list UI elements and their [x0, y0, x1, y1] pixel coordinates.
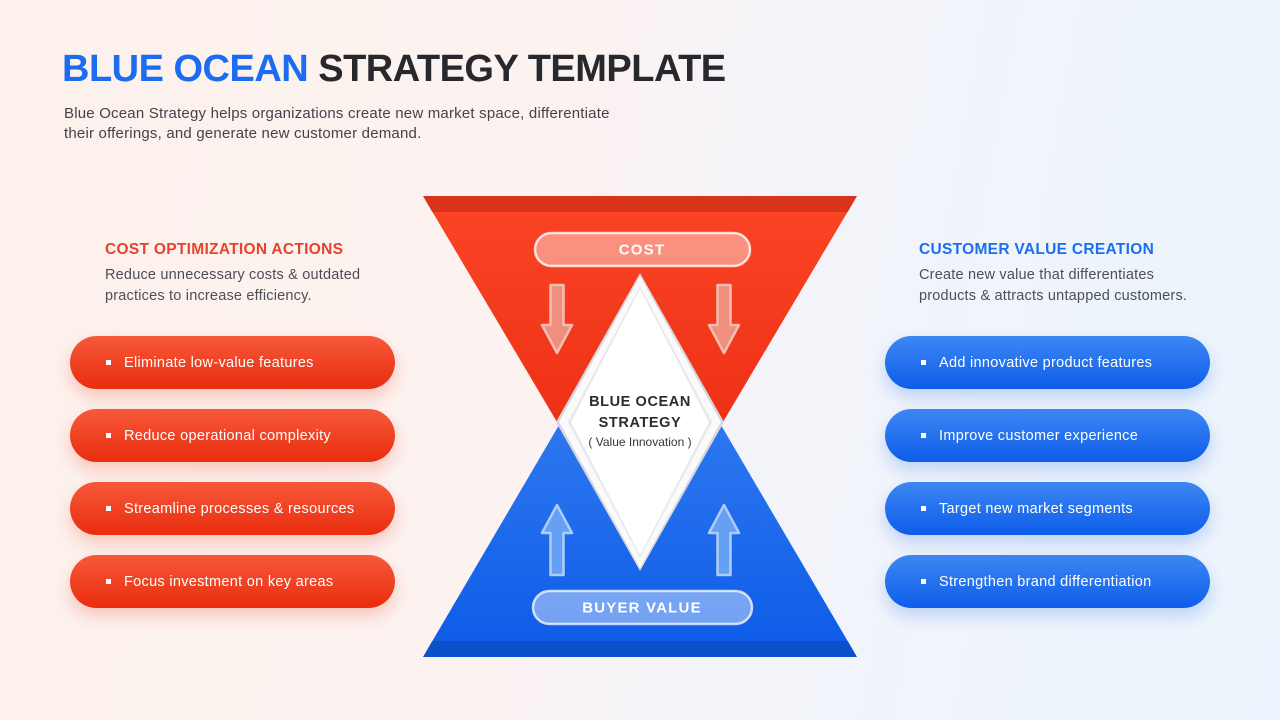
up-arrow-icon — [707, 503, 741, 577]
action-label: Improve customer experience — [939, 427, 1139, 444]
up-arrow-icon — [540, 503, 574, 577]
page-subtitle-line1: Blue Ocean Strategy helps organizations … — [64, 105, 610, 122]
action-label: Focus investment on key areas — [124, 573, 334, 590]
buyer-value-badge-label: BUYER VALUE — [582, 600, 702, 617]
list-item: Improve customer experience — [885, 409, 1210, 462]
right-panel-description-line2: products & attracts untapped customers. — [919, 288, 1188, 304]
action-label: Strengthen brand differentiation — [939, 573, 1152, 590]
red-triangle-top-band — [423, 196, 857, 212]
cost-badge-label: COST — [619, 242, 665, 259]
diamond-subtitle: ( Value Innovation ) — [588, 435, 691, 449]
diamond-title-line1: BLUE OCEAN — [589, 394, 691, 410]
bullet-square-icon — [921, 506, 926, 511]
list-item: Eliminate low-value features — [70, 336, 395, 389]
hourglass-diagram: COST BUYER VALUE BLUE OCEAN STRATEGY ( V… — [420, 190, 860, 660]
list-item: Target new market segments — [885, 482, 1210, 535]
buyer-value-badge — [531, 589, 754, 626]
page-subtitle-line2: their offerings, and generate new custom… — [64, 125, 422, 142]
list-item: Streamline processes & resources — [70, 482, 395, 535]
action-label: Target new market segments — [939, 500, 1133, 517]
list-item: Reduce operational complexity — [70, 409, 395, 462]
action-label: Add innovative product features — [939, 354, 1153, 371]
left-panel-heading: COST OPTIMIZATION ACTIONS — [105, 241, 344, 258]
bullet-square-icon — [106, 433, 111, 438]
bullet-square-icon — [921, 579, 926, 584]
bullet-square-icon — [921, 433, 926, 438]
page-title-highlight: BLUE OCEAN — [62, 48, 309, 90]
left-panel-description-line2: practices to increase efficiency. — [105, 288, 312, 304]
action-label: Eliminate low-value features — [124, 354, 314, 371]
page-subtitle: Blue Ocean Strategy helps organizations … — [64, 104, 610, 144]
left-panel-description: Reduce unnecessary costs & outdated prac… — [105, 265, 360, 307]
right-panel-description-line1: Create new value that differentiates — [919, 267, 1155, 283]
bullet-square-icon — [106, 506, 111, 511]
left-action-list: Eliminate low-value features Reduce oper… — [70, 336, 395, 628]
action-label: Streamline processes & resources — [124, 500, 355, 517]
list-item: Focus investment on key areas — [70, 555, 395, 608]
action-label: Reduce operational complexity — [124, 427, 331, 444]
down-arrow-icon — [707, 283, 741, 355]
bullet-square-icon — [921, 360, 926, 365]
blue-triangle-bottom-band — [423, 641, 857, 657]
list-item: Add innovative product features — [885, 336, 1210, 389]
right-panel-description: Create new value that differentiates pro… — [919, 265, 1187, 307]
page-title-rest: STRATEGY TEMPLATE — [318, 48, 726, 90]
down-arrow-icon — [540, 283, 574, 355]
center-diamond — [556, 273, 724, 571]
cost-badge — [533, 231, 752, 268]
bullet-square-icon — [106, 360, 111, 365]
bullet-square-icon — [106, 579, 111, 584]
right-panel-heading: CUSTOMER VALUE CREATION — [919, 241, 1155, 258]
diamond-title-line2: STRATEGY — [599, 415, 682, 431]
list-item: Strengthen brand differentiation — [885, 555, 1210, 608]
left-panel-description-line1: Reduce unnecessary costs & outdated — [105, 267, 361, 283]
right-action-list: Add innovative product features Improve … — [885, 336, 1210, 628]
